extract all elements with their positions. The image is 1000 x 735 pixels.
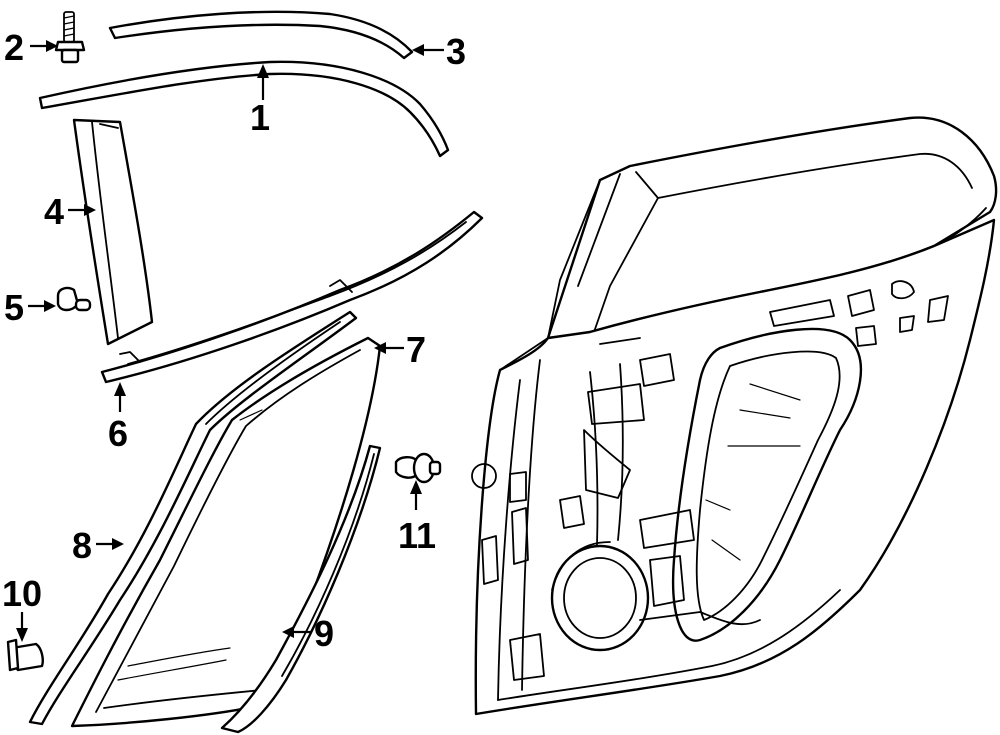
callout-1-label: 1: [250, 97, 270, 138]
callout-5-label: 5: [4, 287, 24, 328]
quarter-glass-part: [70, 336, 382, 728]
roof-molding-part: [38, 60, 450, 158]
callout-7-label: 7: [406, 329, 426, 370]
callout-11-label: 11: [398, 515, 436, 556]
callout-11: 11: [398, 480, 436, 556]
callout-9-label: 9: [314, 613, 334, 654]
callout-6-label: 6: [108, 413, 128, 454]
callout-6: 6: [108, 382, 128, 454]
rear-door-shell: [471, 116, 998, 716]
callout-4: 4: [44, 191, 96, 232]
callout-1: 1: [250, 64, 270, 138]
callout-2: 2: [4, 27, 58, 68]
callout-10: 10: [2, 573, 42, 642]
channel-seal-part: [28, 310, 358, 726]
callout-3: 3: [412, 31, 466, 72]
bolt-part: [54, 11, 86, 64]
callout-2-label: 2: [4, 27, 24, 68]
callout-5: 5: [4, 287, 56, 328]
retainer-clip-part: [394, 452, 442, 484]
callout-9: 9: [282, 613, 334, 654]
belt-molding-part: [100, 210, 484, 384]
run-channel-part: [220, 444, 382, 734]
callout-10-label: 10: [2, 573, 42, 614]
push-clip-part: [6, 638, 44, 672]
callout-8-label: 8: [72, 525, 92, 566]
pillar-applique-part: [72, 118, 154, 346]
callout-4-label: 4: [44, 191, 64, 232]
callout-7: 7: [374, 329, 426, 370]
clip-part: [56, 286, 92, 312]
callout-3-label: 3: [446, 31, 466, 72]
upper-molding-part: [108, 10, 414, 60]
callout-8: 8: [72, 525, 124, 566]
